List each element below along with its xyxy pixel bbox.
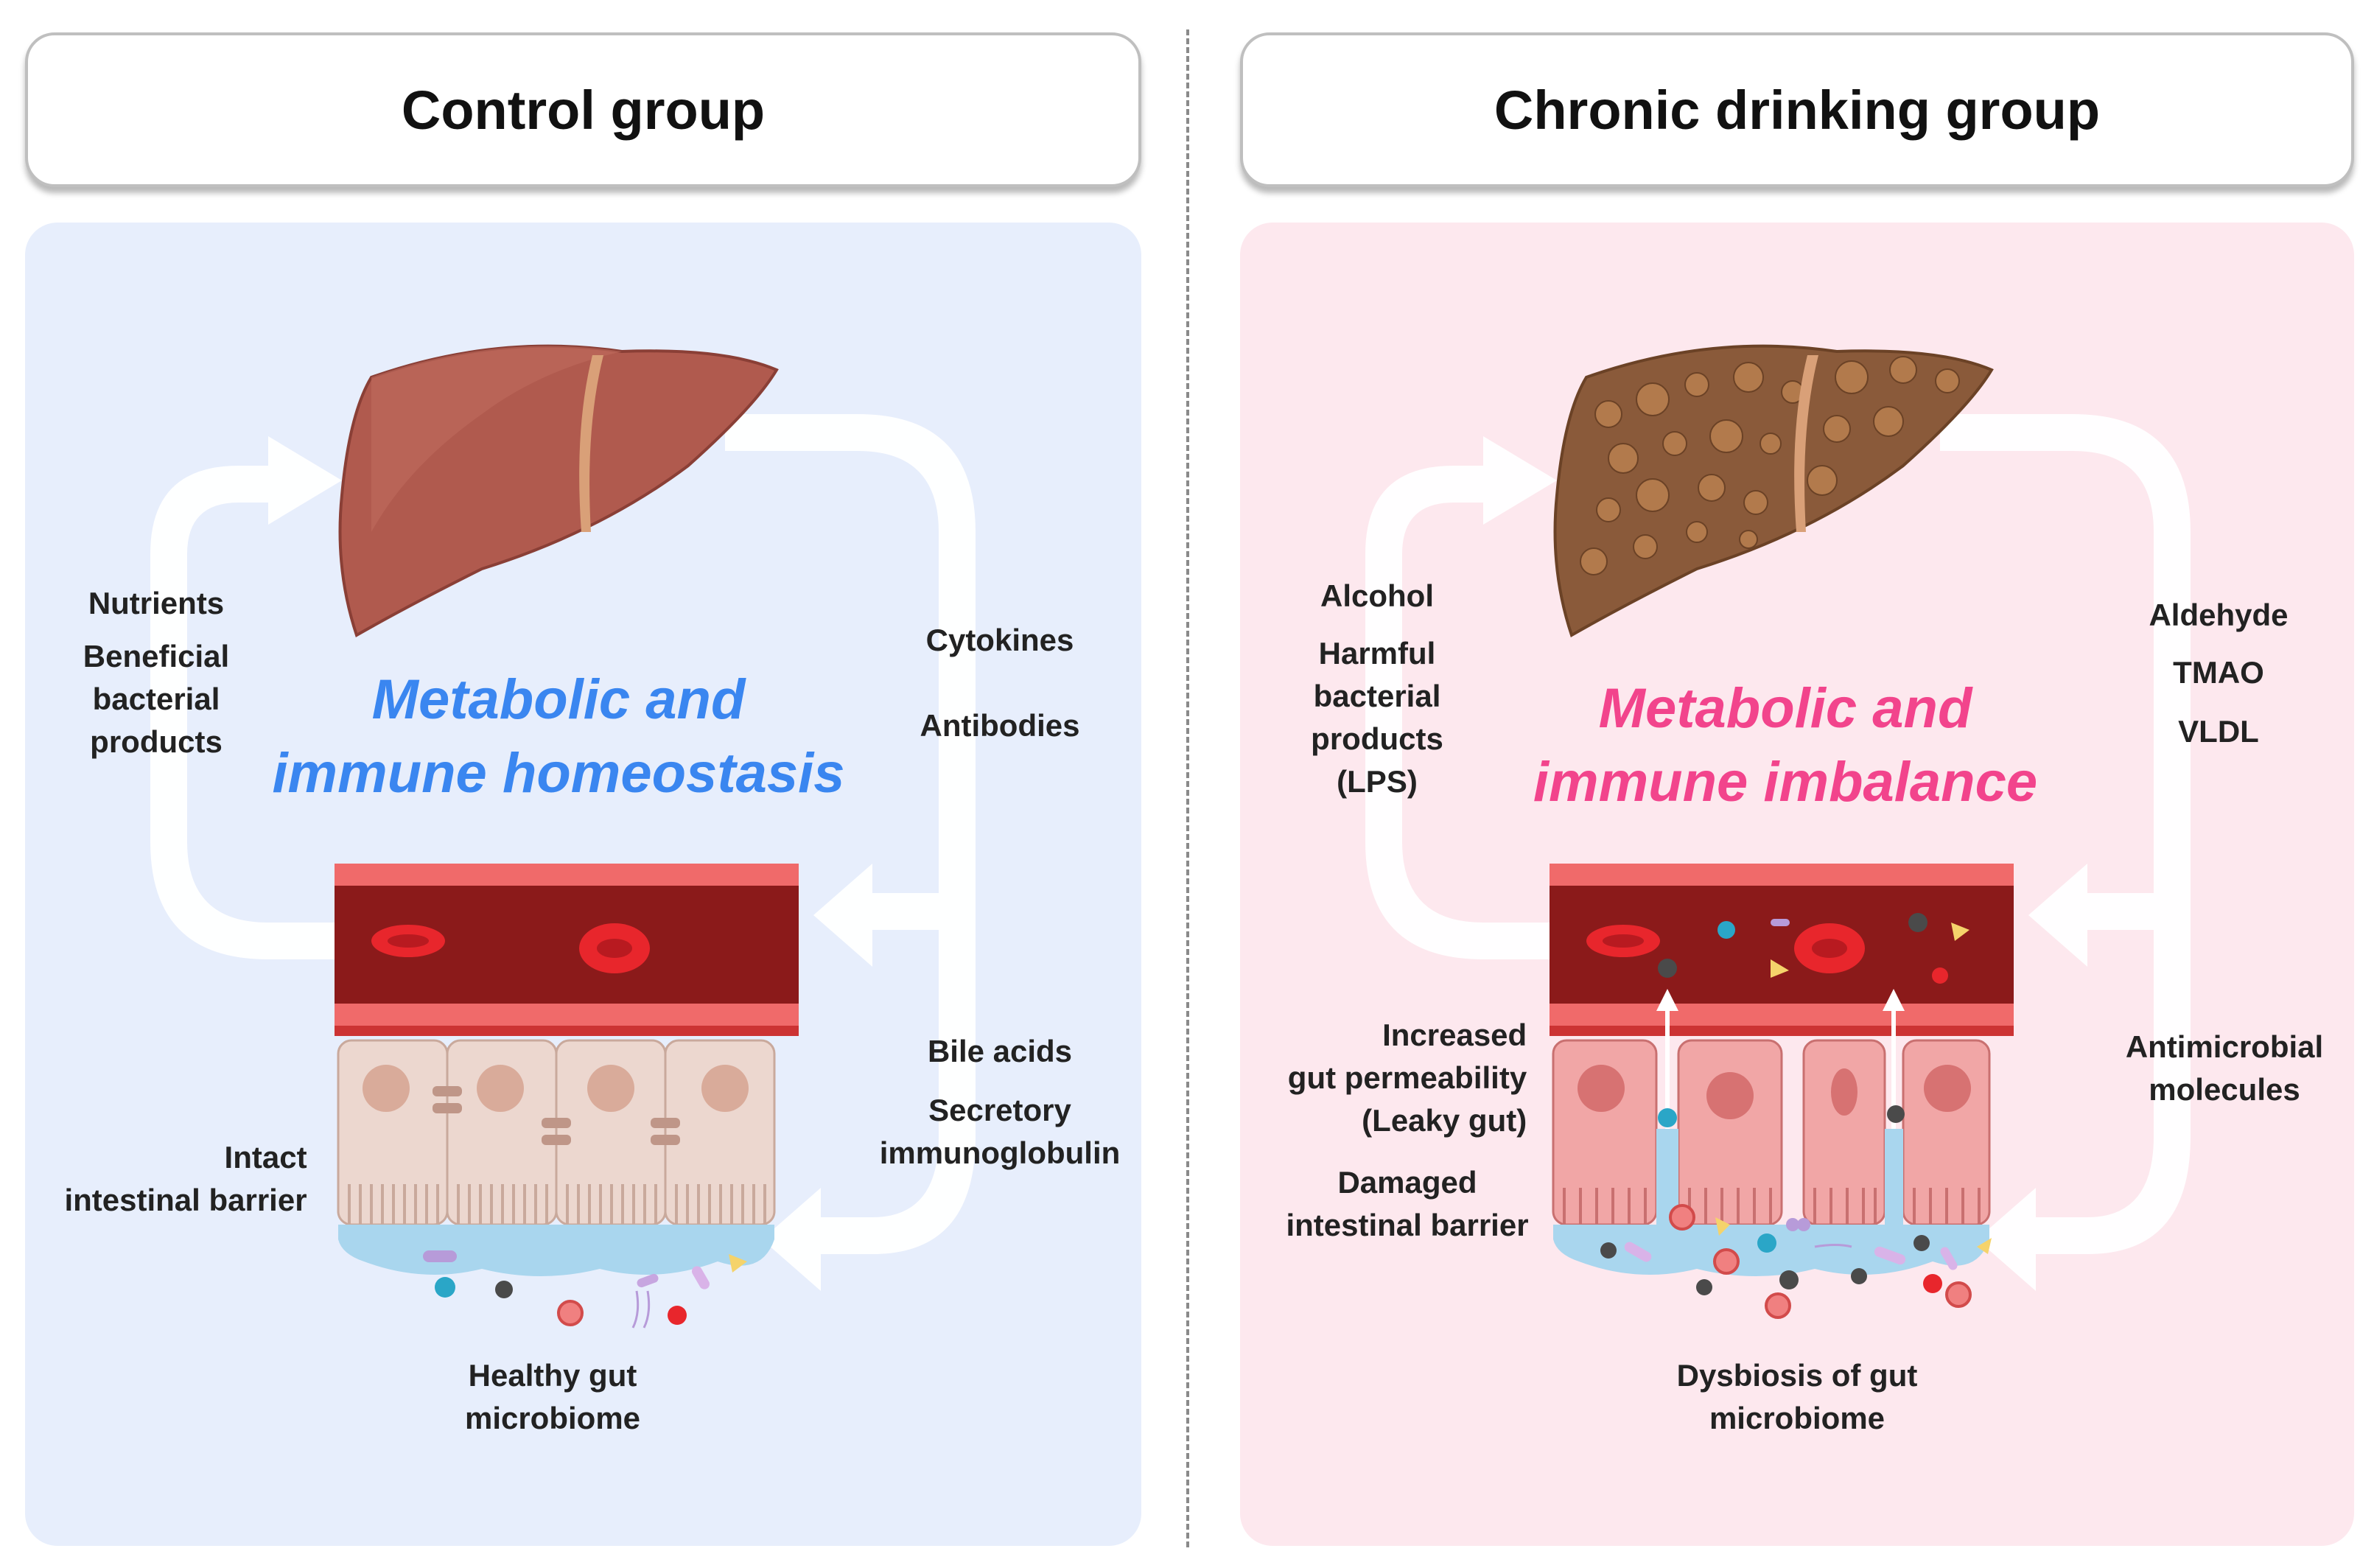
control-diagram bbox=[150, 344, 976, 1329]
label-healthy-microbiome: Healthy gut microbiome bbox=[464, 1358, 641, 1435]
label-alcohol: Alcohol bbox=[1320, 578, 1434, 613]
label-intact-barrier: Intact intestinal barrier bbox=[64, 1140, 307, 1217]
imbalance-title: Metabolic and immune imbalance bbox=[1533, 677, 2038, 813]
label-nutrients: Nutrients bbox=[88, 586, 225, 620]
bacteria-icon bbox=[423, 1250, 747, 1329]
red-blood-cell-icon bbox=[1586, 925, 1660, 957]
cirrhotic-liver-icon bbox=[1553, 344, 1994, 637]
label-leaky-gut: Increased gut permeability (Leaky gut) bbox=[1287, 1018, 1527, 1138]
label-secretory-ig: Secretory immunoglobulin bbox=[879, 1093, 1121, 1170]
panel-divider bbox=[1186, 29, 1189, 1547]
control-panel: Nutrients Beneficial bacterial products … bbox=[25, 223, 1141, 1546]
homeostasis-title: Metabolic and immune homeostasis bbox=[272, 668, 845, 805]
drinking-diagram bbox=[1365, 344, 2191, 1319]
label-tmao: TMAO bbox=[2173, 655, 2264, 690]
label-bile-acids: Bile acids bbox=[927, 1034, 1073, 1068]
label-antimicrobial: Antimicrobial molecules bbox=[2125, 1029, 2324, 1107]
cycle-arrow-icon bbox=[1365, 414, 2191, 1291]
bacteria-icon bbox=[1600, 1105, 1992, 1319]
label-antibodies: Antibodies bbox=[920, 708, 1080, 743]
blood-vessel-icon bbox=[1550, 864, 2014, 1036]
red-blood-cell-icon bbox=[1794, 923, 1865, 973]
intestinal-epithelium-icon bbox=[337, 1039, 776, 1276]
control-group-title: Control group bbox=[401, 79, 766, 141]
red-blood-cell-icon bbox=[579, 923, 650, 973]
cycle-arrow-icon bbox=[150, 414, 976, 1291]
liver-icon bbox=[338, 344, 779, 637]
label-vldl: VLDL bbox=[2178, 714, 2259, 749]
control-group-header: Control group bbox=[25, 32, 1141, 187]
drinking-panel: Alcohol Harmful bacterial products (LPS)… bbox=[1240, 223, 2354, 1546]
label-beneficial-products: Beneficial bacterial products bbox=[83, 639, 230, 759]
drinking-group-title: Chronic drinking group bbox=[1494, 79, 2101, 141]
intestinal-epithelium-icon bbox=[1552, 989, 1991, 1276]
drinking-group-header: Chronic drinking group bbox=[1240, 32, 2354, 187]
red-blood-cell-icon bbox=[371, 925, 445, 957]
label-dysbiosis: Dysbiosis of gut microbiome bbox=[1676, 1358, 1918, 1435]
label-harmful-products: Harmful bacterial products (LPS) bbox=[1311, 636, 1443, 799]
label-cytokines: Cytokines bbox=[925, 623, 1074, 657]
label-aldehyde: Aldehyde bbox=[2149, 598, 2289, 632]
label-damaged-barrier: Damaged intestinal barrier bbox=[1286, 1165, 1529, 1242]
blood-vessel-icon bbox=[335, 864, 799, 1036]
